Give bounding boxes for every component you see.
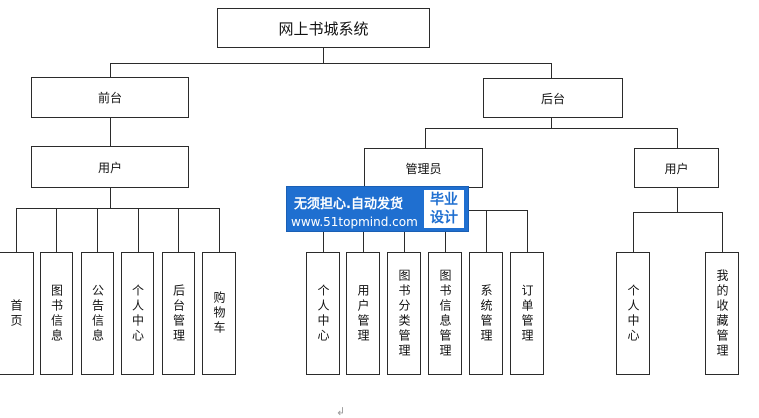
back-user-module-favorites-mgmt: 我的收藏管理 <box>705 252 739 375</box>
admin-module-label: 个人中心 <box>316 283 330 344</box>
admin-module-label: 系统管理 <box>479 283 493 344</box>
admin-module-system-mgmt: 系统管理 <box>469 252 503 375</box>
admin-module-category-mgmt: 图书分类管理 <box>387 252 421 375</box>
watermark-slogan: 无须担心.自动发货 <box>294 197 403 212</box>
front-module-label: 个人中心 <box>130 283 145 344</box>
admin-module-label: 用户管理 <box>356 283 370 344</box>
back-user-module-label: 个人中心 <box>626 283 640 344</box>
admin-module-label: 订单管理 <box>520 283 534 344</box>
watermark-badge-line2: 设计 <box>430 210 458 226</box>
admin-label: 管理员 <box>405 161 442 176</box>
front-module-book-info: 图书信息 <box>40 252 73 375</box>
watermark-banner[interactable]: 无须担心.自动发货 www.51topmind.com 毕业 设计 <box>286 186 469 232</box>
front-user-node: 用户 <box>31 146 189 188</box>
front-module-backend: 后台管理 <box>162 252 195 375</box>
back-user-label: 用户 <box>664 161 689 176</box>
back-user-module-label: 我的收藏管理 <box>715 268 729 359</box>
watermark-badge-line1: 毕业 <box>430 192 458 208</box>
root-node: 网上书城系统 <box>217 8 430 48</box>
admin-node: 管理员 <box>364 148 483 188</box>
admin-module-label: 图书信息管理 <box>438 268 452 359</box>
admin-module-order-mgmt: 订单管理 <box>510 252 544 375</box>
front-module-personal-center: 个人中心 <box>121 252 154 375</box>
watermark-url[interactable]: www.51topmind.com <box>291 215 418 229</box>
watermark-badge: 毕业 设计 <box>424 190 464 228</box>
front-module-label: 公告信息 <box>90 283 105 344</box>
front-module-label: 后台管理 <box>171 283 186 344</box>
front-user-label: 用户 <box>97 160 122 175</box>
front-module-cart: 购物车 <box>202 252 236 375</box>
front-node: 前台 <box>31 77 189 118</box>
front-module-label: 图书信息 <box>49 283 64 344</box>
back-user-node: 用户 <box>634 148 719 188</box>
front-module-label: 购物车 <box>212 291 226 336</box>
front-module-notice: 公告信息 <box>81 252 114 375</box>
admin-module-book-mgmt: 图书信息管理 <box>428 252 462 375</box>
front-module-home: 首页 <box>0 252 34 375</box>
front-module-label: 首页 <box>9 298 23 329</box>
text-cursor-icon: ↲ <box>336 405 346 418</box>
admin-module-user-mgmt: 用户管理 <box>346 252 380 375</box>
root-label: 网上书城系统 <box>278 19 369 38</box>
admin-module-personal-center: 个人中心 <box>306 252 340 375</box>
back-user-module-personal-center: 个人中心 <box>616 252 650 375</box>
back-label: 后台 <box>540 91 565 106</box>
front-label: 前台 <box>97 91 122 105</box>
back-node: 后台 <box>483 78 623 118</box>
admin-module-label: 图书分类管理 <box>397 268 411 359</box>
